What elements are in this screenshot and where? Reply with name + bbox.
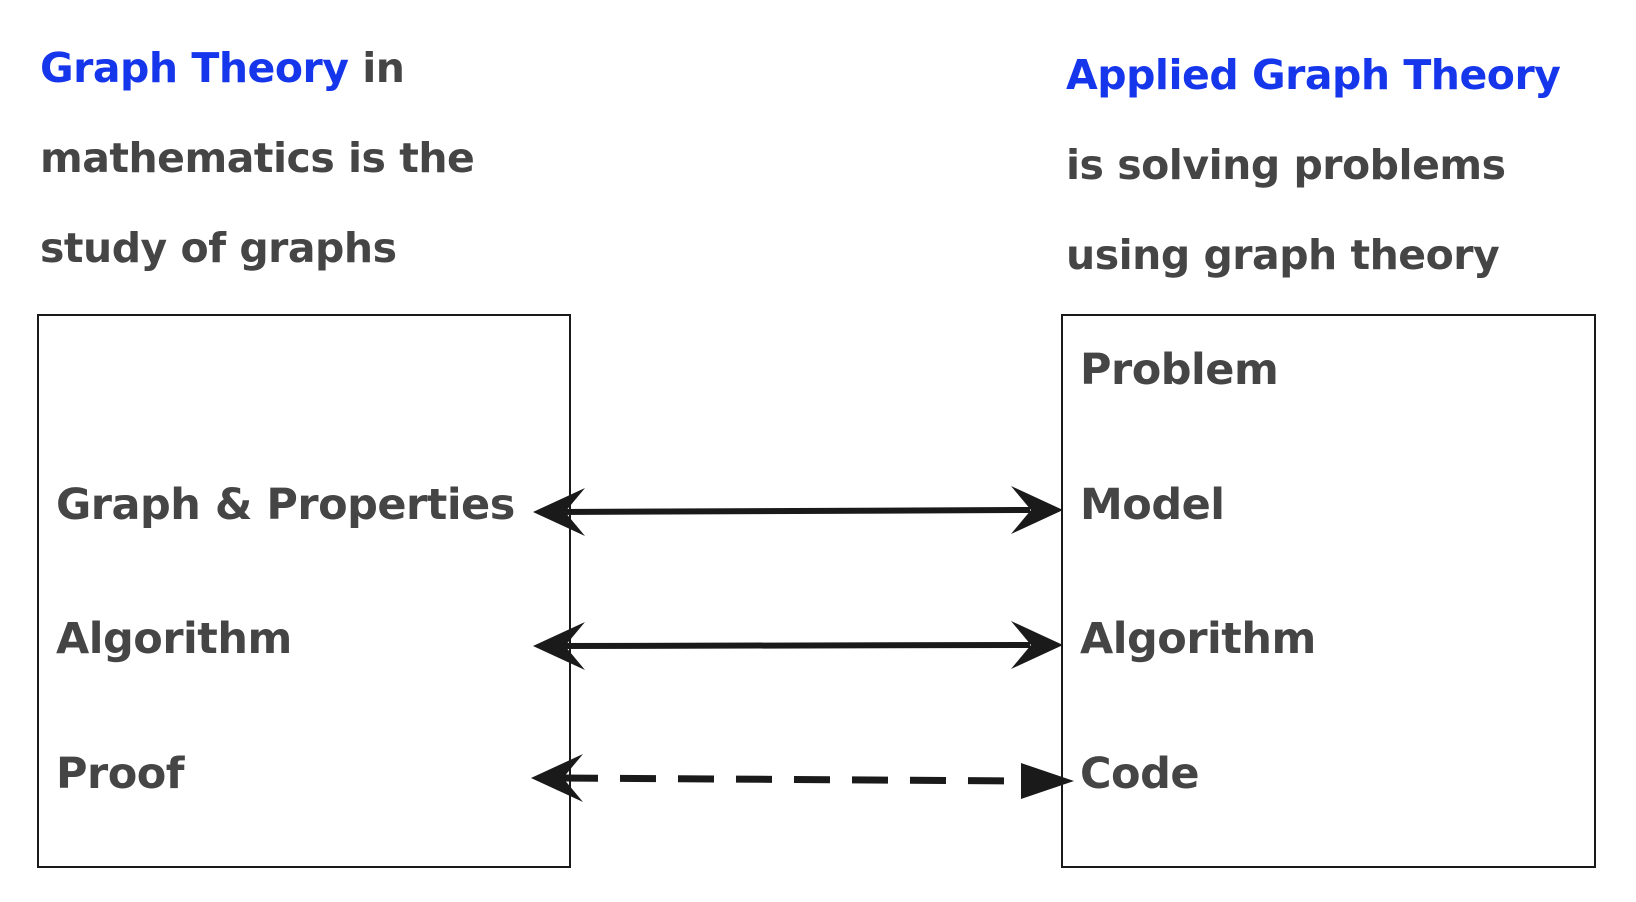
right-heading-accent: Applied Graph Theory <box>1066 51 1561 99</box>
left-heading-rest: in <box>348 44 405 92</box>
left-item-proof: Proof <box>56 749 185 799</box>
left-heading: Graph Theory in mathematics is the study… <box>40 23 475 293</box>
right-heading-line-2: is solving problems <box>1066 141 1506 189</box>
arrowhead-left-icon <box>531 754 583 802</box>
left-heading-line-1: Graph Theory in <box>40 23 474 113</box>
mathematics-box <box>37 314 571 868</box>
right-item-problem: Problem <box>1080 345 1279 395</box>
right-heading-line-3: using graph theory <box>1066 231 1500 279</box>
arrow-graph-model <box>533 486 1063 536</box>
right-heading: Applied Graph Theory is solving problems… <box>1066 30 1561 300</box>
arrowhead-right-icon <box>1021 763 1074 799</box>
right-item-code: Code <box>1080 749 1200 799</box>
arrowhead-right-icon <box>1011 486 1063 534</box>
right-item-model: Model <box>1080 480 1225 530</box>
left-heading-line-3: study of graphs <box>40 224 397 272</box>
arrow-proof-code <box>531 754 1074 802</box>
arrowhead-left-icon <box>533 488 585 536</box>
right-item-algorithm: Algorithm <box>1080 614 1316 664</box>
left-heading-line-2: mathematics is the <box>40 134 475 182</box>
applied-box <box>1061 314 1596 868</box>
arrowhead-right-icon <box>1011 621 1063 669</box>
arrow-algorithm-algorithm <box>533 621 1063 670</box>
left-item-algorithm: Algorithm <box>56 614 292 664</box>
arrowhead-left-icon <box>533 622 585 670</box>
left-heading-accent: Graph Theory <box>40 44 349 92</box>
left-item-graph-properties: Graph & Properties <box>56 480 515 530</box>
